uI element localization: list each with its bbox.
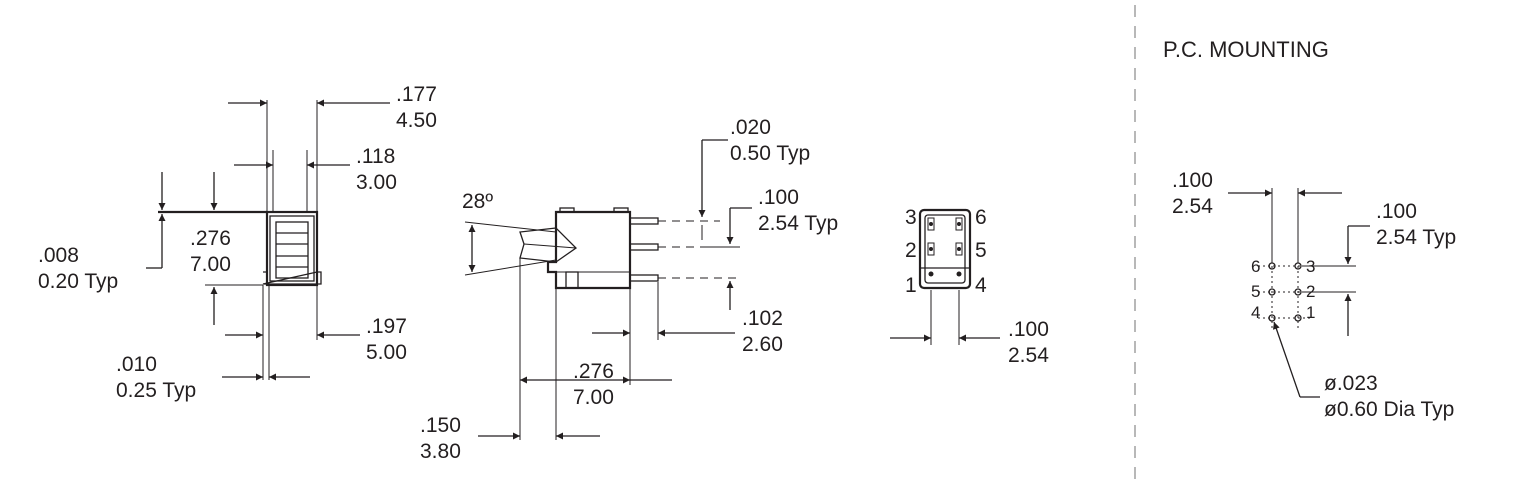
pc-pin-6: 6 [1251, 257, 1260, 276]
dim-100a-mm: 2.54 Typ [758, 212, 838, 235]
pc-pin-1: 1 [1306, 303, 1315, 322]
hole-dia-in: ø.023 [1324, 372, 1378, 395]
pc-pin-2: 2 [1306, 282, 1315, 301]
dim-102-in: .102 [742, 307, 783, 330]
side-view-body [546, 210, 632, 290]
dim-118-in: .118 [356, 145, 395, 168]
pc-hole [1268, 262, 1276, 270]
dim-010-in: .010 [116, 353, 157, 376]
dim-177-in: .177 [396, 83, 437, 106]
end-pin-6: 6 [975, 206, 987, 229]
dim-100c-mm: 2.54 [1172, 195, 1213, 218]
side-view [464, 139, 752, 440]
end-view-body [918, 208, 972, 290]
dim-150-in: .150 [420, 414, 461, 437]
front-view [146, 99, 390, 381]
dim-100a-in: .100 [758, 186, 799, 209]
pc-mounting-pattern [1228, 188, 1370, 398]
dim-100c-in: .100 [1172, 169, 1213, 192]
dim-276b-in: .276 [573, 360, 614, 383]
side-view-actuator [519, 227, 578, 263]
dim-150-mm: 3.80 [420, 440, 461, 463]
side-view-pin-top [629, 217, 659, 225]
dim-276a-mm: 7.00 [190, 253, 231, 276]
dim-010-mm: 0.25 Typ [116, 379, 196, 402]
dim-197-mm: 5.00 [366, 341, 407, 364]
dim-100b-mm: 2.54 [1008, 344, 1049, 367]
end-pin-5: 5 [975, 239, 987, 262]
dim-276b-mm: 7.00 [573, 386, 614, 409]
pc-pin-3: 3 [1306, 257, 1315, 276]
front-view-body [265, 210, 319, 287]
dim-276a-in: .276 [190, 227, 231, 250]
pc-pin-4: 4 [1251, 303, 1260, 322]
front-view-rocker [275, 221, 309, 279]
dim-177-mm: 4.50 [396, 109, 437, 132]
pc-hole [1294, 288, 1302, 296]
end-view [890, 208, 1000, 345]
pc-hole [1268, 314, 1276, 322]
side-view-pin-mid [629, 243, 659, 251]
dim-angle: 28º [462, 190, 493, 213]
side-view-pin-bot [629, 274, 659, 282]
pc-hole [1294, 314, 1302, 322]
end-pin-2: 2 [905, 239, 917, 262]
pc-hole [1268, 288, 1276, 296]
dim-020-in: .020 [730, 116, 771, 139]
dim-118-mm: 3.00 [356, 171, 397, 194]
dim-008-mm: 0.20 Typ [38, 270, 118, 293]
end-pin-1: 1 [905, 274, 917, 297]
dim-020-mm: 0.50 Typ [730, 142, 810, 165]
dim-100d-in: .100 [1376, 200, 1417, 223]
dim-100b-in: .100 [1008, 318, 1049, 341]
dim-197-in: .197 [366, 315, 407, 338]
pc-pin-5: 5 [1251, 282, 1260, 301]
end-pin-4: 4 [975, 274, 987, 297]
dim-102-mm: 2.60 [742, 333, 783, 356]
pc-hole [1294, 262, 1302, 270]
section-title: P.C. MOUNTING [1163, 37, 1329, 62]
hole-dia-mm: ø0.60 Dia Typ [1324, 398, 1454, 421]
dim-008-in: .008 [38, 244, 79, 267]
end-pin-3: 3 [905, 206, 917, 229]
dim-100d-mm: 2.54 Typ [1376, 226, 1456, 249]
